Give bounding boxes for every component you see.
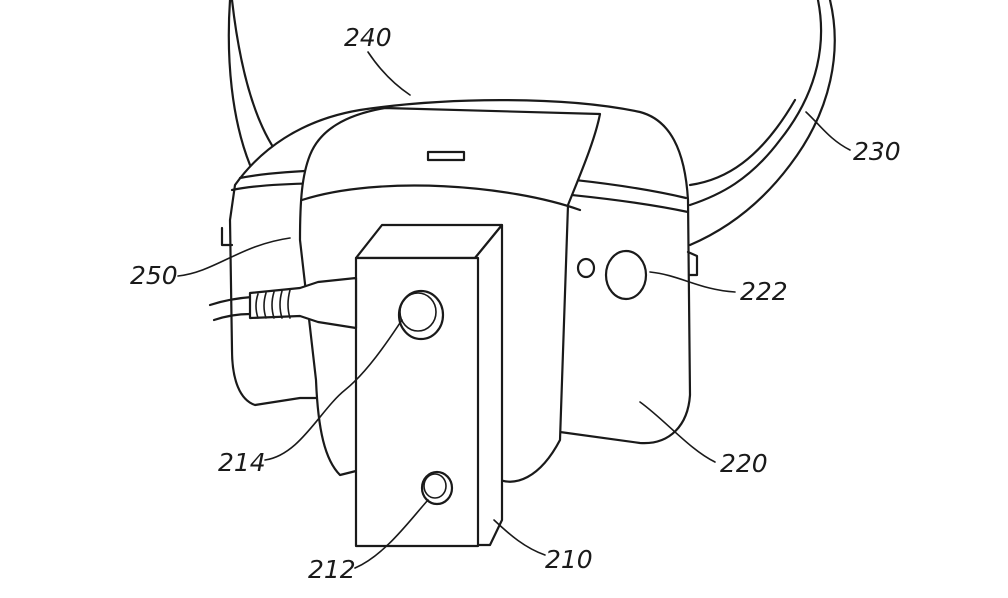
ref-label-210: 210 bbox=[545, 545, 593, 574]
outer-head-strap bbox=[227, 0, 836, 247]
ref-label-212: 212 bbox=[308, 555, 356, 584]
ref-label-250: 250 bbox=[130, 261, 178, 290]
side-camera-group bbox=[576, 249, 648, 301]
ref-label-214: 214 bbox=[218, 448, 266, 477]
ref-label-230: 230 bbox=[853, 137, 901, 166]
side-sensor-small bbox=[576, 257, 596, 279]
cable bbox=[208, 276, 358, 330]
side-camera-lens bbox=[604, 249, 648, 301]
ref-label-240: 240 bbox=[344, 23, 392, 52]
top-indicator-slot bbox=[426, 150, 466, 162]
ref-label-220: 220 bbox=[720, 449, 768, 478]
ref-label-222: 222 bbox=[740, 277, 788, 306]
module-lens-small bbox=[420, 470, 454, 506]
module-lens-large bbox=[397, 289, 445, 341]
leader-lines bbox=[177, 51, 851, 569]
front-module bbox=[354, 223, 504, 548]
